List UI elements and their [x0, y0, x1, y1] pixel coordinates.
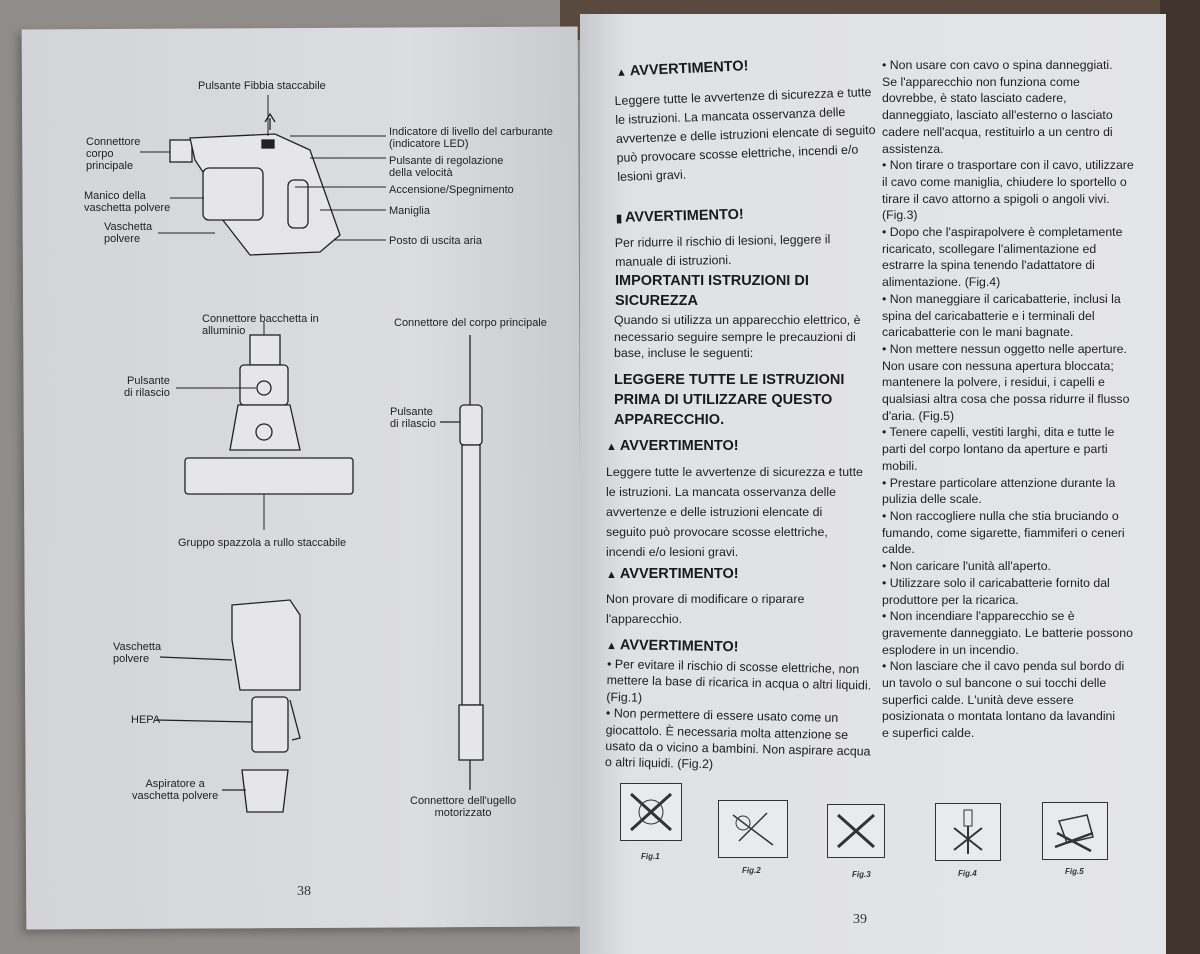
- fig3-no-pull-cord-icon: [827, 804, 885, 858]
- label-dust-cup-handle: Manico della vaschetta polvere: [84, 190, 171, 214]
- fig1-no-water-icon: [620, 783, 682, 841]
- fig1-label: Fig.1: [641, 852, 660, 861]
- background-edge: [1160, 0, 1200, 954]
- warning-body-5: • Per evitare il rischio di scosse elett…: [604, 657, 872, 772]
- handheld-unit-diagram: [140, 95, 484, 813]
- fig3-label: Fig.3: [852, 870, 871, 879]
- label-detachable-buckle-button: Pulsante Fibbia staccabile: [198, 80, 326, 92]
- label-dust-cup-aspirator: Aspiratore a vaschetta polvere: [132, 778, 219, 802]
- fig5-label: Fig.5: [1065, 867, 1084, 876]
- label-main-body-connector-tube: Connettore del corpo principale: [394, 317, 547, 329]
- page-number-left: 38: [297, 884, 311, 899]
- label-aluminium-connector: Connettore bacchetta in alluminio: [202, 313, 319, 337]
- label-dust-cup-bottom: Vaschetta polvere: [113, 641, 162, 665]
- warning-heading-4: ▲AVVERTIMENTO!: [606, 566, 739, 582]
- warning-body-2: Per ridurre il rischio di lesioni, legge…: [614, 232, 831, 269]
- label-main-body-connector: Connettore corpo principale: [86, 136, 141, 172]
- fig2-no-toy-icon: [718, 800, 788, 858]
- label-fuel-indicator: Indicatore di livello del carburante (in…: [389, 126, 553, 150]
- warning-body-3: Leggere tutte le avvertenze di sicurezza…: [606, 465, 863, 559]
- fig5-no-blocked-openings-icon: [1042, 802, 1108, 860]
- important-safety-body: Quando si utilizza un apparecchio elettr…: [614, 313, 861, 361]
- label-roller-brush: Gruppo spazzola a rullo staccabile: [178, 537, 347, 549]
- label-release-button: Pulsante di rilascio: [124, 375, 170, 399]
- tube-diagram: [440, 335, 484, 790]
- label-motor-nozzle-connector: Connettore dell'ugello motorizzato: [410, 795, 517, 819]
- warning-icon: ▮: [615, 212, 623, 225]
- right-page-col2-safety-list: • Non usare con cavo o spina danneggiati…: [882, 58, 1134, 741]
- fig2-label: Fig.2: [742, 866, 761, 875]
- connector-nozzle: [169, 139, 193, 163]
- warning-triangle-icon: ▲: [615, 66, 628, 79]
- fig4-label: Fig.4: [958, 869, 977, 878]
- label-dust-cup: Vaschetta polvere: [104, 221, 153, 245]
- warning-body-4: Non provare di modificare o riparare l'a…: [606, 592, 805, 626]
- label-air-outlet: Posto di uscita aria: [389, 235, 482, 247]
- dust-cup-diagram: [155, 599, 301, 813]
- fig4-unplug-icon: [935, 803, 1001, 861]
- warning-triangle-icon: ▲: [605, 640, 617, 653]
- read-all-instructions: LEGGERE TUTTE LE ISTRUZIONI PRIMA DI UTI…: [614, 372, 845, 428]
- warning-heading-5: ▲AVVERTIMENTO!: [605, 637, 739, 656]
- label-speed-button: Pulsante di regolazione della velocità: [389, 155, 504, 179]
- label-handle: Maniglia: [389, 205, 430, 217]
- label-hepa: HEPA: [131, 714, 161, 726]
- warning-triangle-icon: ▲: [606, 441, 617, 453]
- page-number-right: 39: [853, 912, 867, 927]
- important-safety-heading: IMPORTANTI ISTRUZIONI DI SICUREZZA: [615, 273, 809, 309]
- warning-body-1: Leggere tutte le avvertenze di sicurezza…: [614, 85, 876, 184]
- label-release-button-tube: Pulsante di rilascio: [390, 406, 436, 430]
- warning-heading-2: ▮AVVERTIMENTO!: [615, 206, 744, 226]
- warning-triangle-icon: ▲: [606, 569, 617, 581]
- label-power: Accensione/Spegnimento: [389, 184, 514, 196]
- brush-head-diagram: [184, 334, 354, 495]
- warning-heading-3: ▲AVVERTIMENTO!: [606, 438, 739, 454]
